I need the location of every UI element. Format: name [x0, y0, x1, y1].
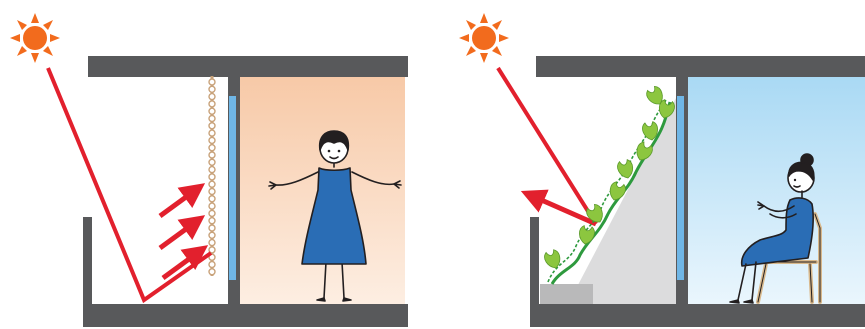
hanging-blind — [208, 76, 216, 276]
blind-bead — [208, 114, 216, 123]
vine-shade-slope — [568, 98, 676, 304]
leaf-icon — [544, 249, 561, 269]
scene-left — [10, 13, 408, 327]
sun-icon — [459, 13, 509, 63]
blind-bead — [208, 268, 216, 276]
window-glass-left — [229, 96, 236, 280]
person-standing — [268, 130, 402, 302]
blind-bead — [208, 238, 216, 247]
blind-bead — [208, 85, 216, 94]
blind-bead — [208, 165, 216, 174]
leaf-icon — [586, 203, 603, 223]
blind-bead — [208, 231, 216, 240]
person-sitting — [729, 153, 815, 304]
blind-bead — [208, 151, 216, 159]
blind-bead — [208, 260, 216, 269]
blind-bead — [208, 136, 216, 145]
blind-bead — [208, 173, 216, 181]
leaf-icon — [579, 225, 595, 245]
blind-bead — [208, 246, 216, 254]
reflected-ray-arrow-3 — [161, 245, 209, 281]
blind-bead — [208, 187, 216, 196]
blind-bead — [208, 180, 216, 188]
leaf-icon — [658, 99, 675, 119]
blind-bead — [208, 129, 216, 137]
roof-slab-right — [536, 56, 865, 77]
leaf-icon — [636, 141, 653, 161]
blind-bead — [208, 158, 216, 167]
planter-box — [540, 284, 593, 304]
sun-ray-right — [496, 66, 598, 226]
blind-bead — [208, 122, 216, 130]
blind-bead — [208, 143, 216, 152]
reflected-ray-arrow-1 — [158, 183, 206, 219]
cool-room — [688, 76, 865, 304]
leaf-icon — [646, 85, 663, 105]
floor-slab-left — [83, 304, 408, 327]
blind-bead — [208, 202, 216, 210]
leaf-icon — [642, 121, 658, 141]
blind-bead — [208, 209, 216, 218]
blind-bead — [208, 107, 216, 115]
roof-slab-left — [88, 56, 408, 77]
blind-bead — [208, 195, 216, 203]
chair-icon — [756, 212, 822, 304]
sun-ray-left — [46, 67, 213, 304]
sun-icon — [10, 13, 60, 63]
reflected-ray-arrow-2 — [158, 215, 206, 251]
blind-bead — [208, 224, 216, 232]
reflected-ray-arrow-right — [520, 189, 598, 227]
leaf-icon — [617, 159, 634, 179]
scene-right — [459, 13, 865, 327]
floor-slab-right — [530, 304, 865, 327]
green-curtain-vine — [544, 85, 675, 285]
blind-bead — [208, 92, 216, 101]
blind-bead — [208, 100, 216, 108]
balcony-parapet-right — [530, 217, 539, 305]
window-glass-right — [677, 96, 684, 280]
blind-bead — [208, 78, 216, 86]
blind-bead — [208, 216, 216, 225]
leaf-icon — [609, 181, 626, 201]
balcony-parapet-left — [83, 217, 92, 305]
